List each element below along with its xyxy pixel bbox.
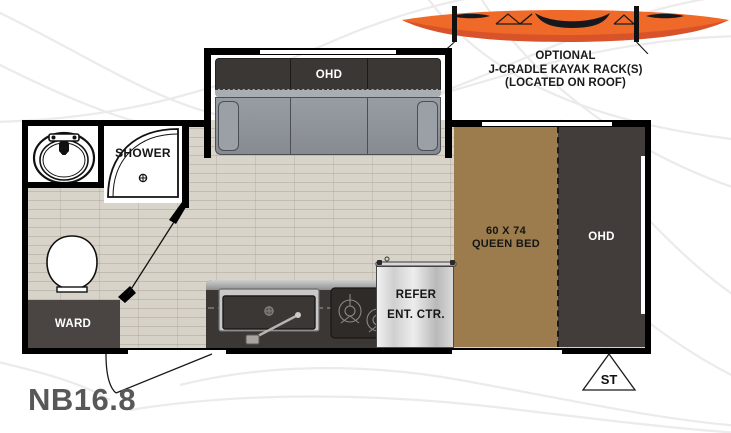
shower-pan-icon — [107, 128, 179, 198]
bath-wall-right-upper — [182, 120, 189, 208]
refer-label-line1: REFER — [395, 289, 437, 301]
bed-ohd-divider — [557, 127, 559, 347]
sofa-armrest-right — [417, 101, 438, 151]
slide-frame-right — [445, 48, 452, 158]
kitchen-sink-icon — [218, 288, 320, 345]
kayak-caption-line-1: OPTIONAL — [535, 50, 596, 62]
sink-icon — [32, 131, 96, 185]
bath-wall-vanity-divider — [98, 120, 104, 188]
sofa-seat — [215, 97, 441, 155]
plan-wall-bottom-galley — [122, 348, 651, 354]
entry-door-opening — [128, 349, 226, 354]
refrigerator-entertainment-center: REFER ENT. CTR. — [376, 266, 454, 348]
slide-frame-left — [204, 48, 211, 158]
step-label: ST — [601, 372, 618, 387]
sofa-overhead-cabinet: OHD — [215, 58, 441, 91]
toilet-icon — [46, 235, 98, 293]
galley-countertop — [206, 280, 454, 290]
sofa-ohd-label: OHD — [315, 69, 343, 81]
bedroom-ohd-label: OHD — [588, 231, 615, 243]
ohd-divider-1 — [290, 58, 292, 91]
slide-window — [260, 49, 396, 54]
bed-name-label: QUEEN BED — [471, 238, 541, 250]
bathroom-vanity — [28, 125, 101, 187]
right-wall-window — [641, 156, 645, 314]
kayak-caption-line-2: J-CRADLE KAYAK RACK(S) — [488, 63, 643, 76]
sofa-slide-out: OHD — [204, 48, 452, 158]
bath-wall-top — [22, 120, 188, 126]
floorplan-body: SHOWER WARD — [22, 48, 651, 354]
shower-label: SHOWER — [115, 146, 171, 160]
queen-bed: 60 X 74 QUEEN BED — [454, 127, 558, 347]
wardrobe: WARD — [26, 300, 120, 350]
optional-kayak-rack-callout: OPTIONAL J-CRADLE KAYAK RACK(S) (LOCATED… — [400, 2, 731, 107]
door-swing-icon — [105, 353, 213, 394]
bathroom-angled-wall — [118, 202, 189, 303]
plan-wall-right — [645, 120, 651, 354]
entry-step-marker: ST — [581, 352, 637, 391]
wardrobe-label: WARD — [54, 318, 92, 330]
sofa-back-rail — [215, 89, 441, 98]
bottom-wall-window — [452, 349, 562, 354]
page-title: NB16.8 — [28, 382, 137, 417]
ohd-divider-2 — [367, 58, 369, 91]
sofa-seat-divider-1 — [290, 97, 292, 155]
plan-wall-top-left-stub — [182, 120, 211, 127]
galley-dashed-line — [208, 307, 452, 309]
refer-label-line2: ENT. CTR. — [387, 309, 445, 321]
sofa-armrest-left — [218, 101, 239, 151]
plan-wall-bottom-left — [22, 348, 127, 354]
top-wall-window — [482, 121, 612, 126]
refer-handle-icon — [375, 256, 457, 267]
kayak-caption-line-3: (LOCATED ON ROOF) — [505, 77, 626, 89]
bath-wall-vanity-bottom — [22, 182, 104, 188]
bedroom-overhead-cabinet: OHD — [558, 127, 645, 347]
bath-wall-outer-left — [22, 120, 28, 354]
kayak-icon — [402, 6, 729, 54]
shower-stall: SHOWER — [104, 125, 182, 203]
sofa-seat-divider-2 — [367, 97, 369, 155]
kayak-caption: OPTIONAL J-CRADLE KAYAK RACK(S) (LOCATED… — [400, 50, 731, 91]
bed-size-label: 60 X 74 — [485, 225, 527, 237]
